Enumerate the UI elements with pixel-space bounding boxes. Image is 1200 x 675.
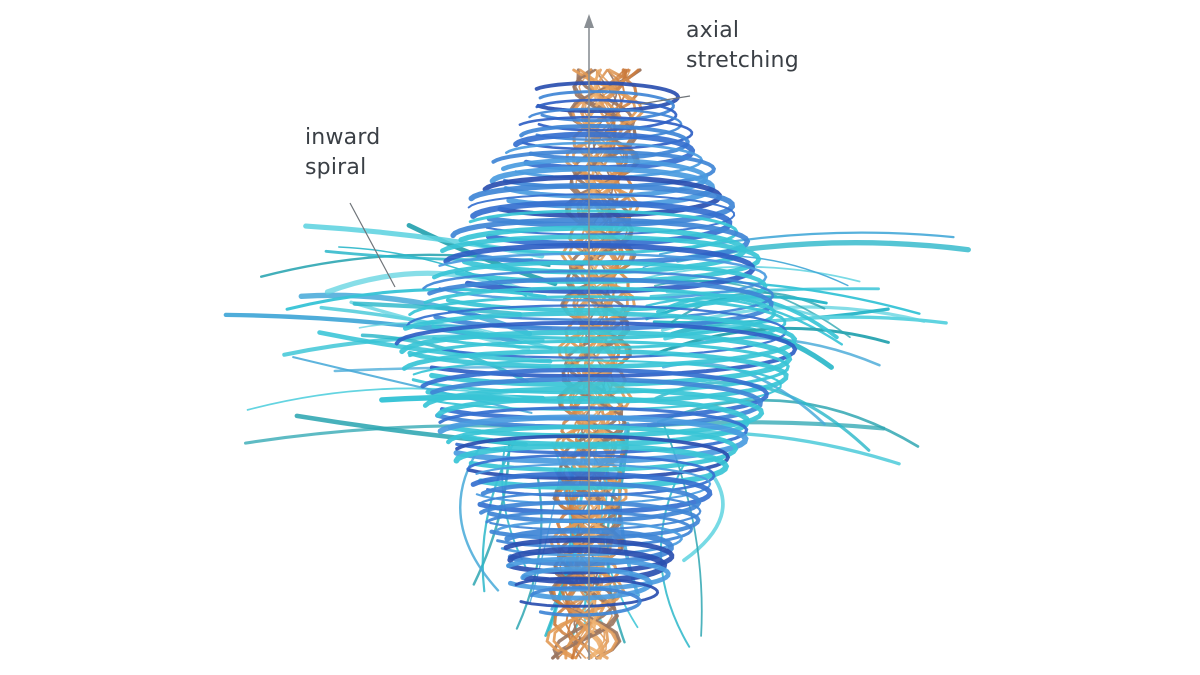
spiral-ring (489, 166, 716, 209)
axial-stretching-label-line1: axial (686, 18, 740, 43)
spiral-ring (504, 527, 674, 567)
spiral-ring (496, 520, 683, 557)
cyan-wisp (660, 305, 926, 332)
cyan-wisp (317, 330, 553, 364)
spiral-ring (535, 98, 678, 132)
inward-spiral-label: inward spiral (305, 123, 380, 183)
cyan-wisp (324, 270, 534, 296)
spiral-ring (501, 157, 709, 199)
spiral-ring (485, 510, 694, 549)
axial-stretching-label: axial stretching (686, 16, 799, 76)
spiral-ring (401, 348, 789, 404)
cyan-wisp (656, 398, 920, 448)
spiral-ring (432, 260, 768, 313)
cyan-wisp (352, 301, 523, 317)
lower-strand (682, 470, 725, 563)
cyan-wisp (292, 356, 533, 414)
spiral-ring (394, 320, 798, 379)
spiral-ring (399, 329, 793, 388)
axial-stretching-label-line2: stretching (686, 48, 799, 73)
spiral-ring (529, 586, 642, 617)
cyan-wisp (246, 387, 537, 411)
spiral-ring (503, 537, 675, 575)
inward-spiral-label-line1: inward (305, 125, 381, 150)
spiral-ring (443, 242, 756, 294)
spiral-ring (422, 269, 775, 321)
spiral-ring (438, 252, 768, 302)
spiral-ring (468, 183, 736, 228)
spiral-ring (408, 295, 787, 350)
spiral-ring (427, 277, 774, 332)
spiral-ring (403, 311, 798, 369)
spiral-ring (534, 81, 681, 113)
spiral-ring (507, 547, 668, 584)
spiral-ring (455, 434, 731, 481)
spiral-ring (466, 453, 716, 497)
spiral-ring (528, 107, 683, 141)
spiral-ring (446, 424, 739, 473)
cyan-wisp (670, 430, 901, 466)
inward-spiral-label-line2: spiral (305, 155, 367, 180)
spiral-ring (520, 566, 653, 601)
cyan-wisp (358, 322, 541, 348)
spiral-ring (518, 115, 694, 151)
cyan-wisp (285, 287, 548, 311)
spiral-ring (437, 414, 749, 465)
spiral-ring (423, 286, 776, 341)
spiral-ring (406, 304, 788, 359)
spiral-ring (514, 576, 660, 608)
spiral-ring (408, 339, 790, 395)
spiral-ring (538, 90, 675, 123)
axis-arrowhead (584, 14, 594, 28)
axial-stretching-leader (639, 95, 691, 105)
spiral-ring (438, 406, 749, 455)
inward-spiral-leader (349, 202, 396, 288)
inner-streamlines (394, 81, 798, 617)
